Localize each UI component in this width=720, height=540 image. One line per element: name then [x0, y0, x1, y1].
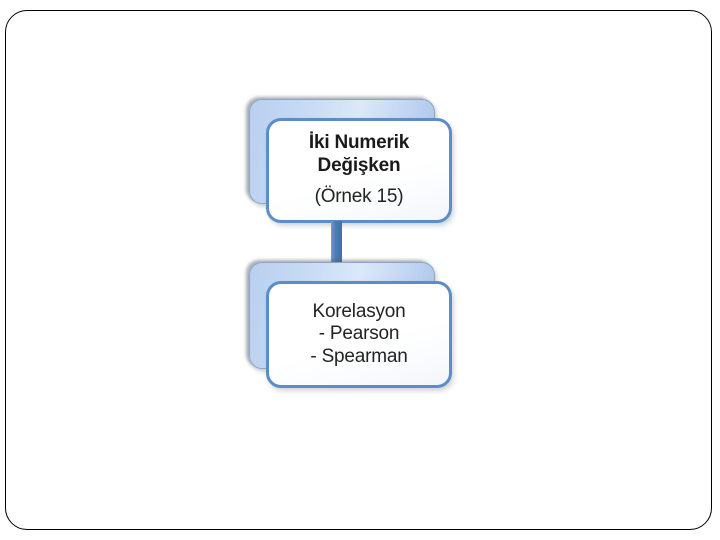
connector-arrow-vertical [331, 221, 342, 265]
node-line-2: Değişken [317, 154, 401, 176]
slide-frame-border [5, 10, 712, 530]
node-line-3: (Örnek 15) [314, 186, 404, 208]
node-front-card[interactable]: Korelasyon - Pearson - Spearman [266, 281, 452, 388]
node-front-card[interactable]: İki Numerik Değişken (Örnek 15) [266, 118, 452, 223]
node-line-3: - Spearman [310, 345, 408, 367]
diagram-node-iki-numerik-degisken[interactable]: İki Numerik Değişken (Örnek 15) [249, 99, 452, 223]
diagram-node-korelasyon[interactable]: Korelasyon - Pearson - Spearman [249, 262, 452, 388]
node-line-1: Korelasyon [312, 300, 406, 322]
node-line-1: İki Numerik [308, 132, 410, 154]
node-line-2: - Pearson [318, 323, 400, 345]
